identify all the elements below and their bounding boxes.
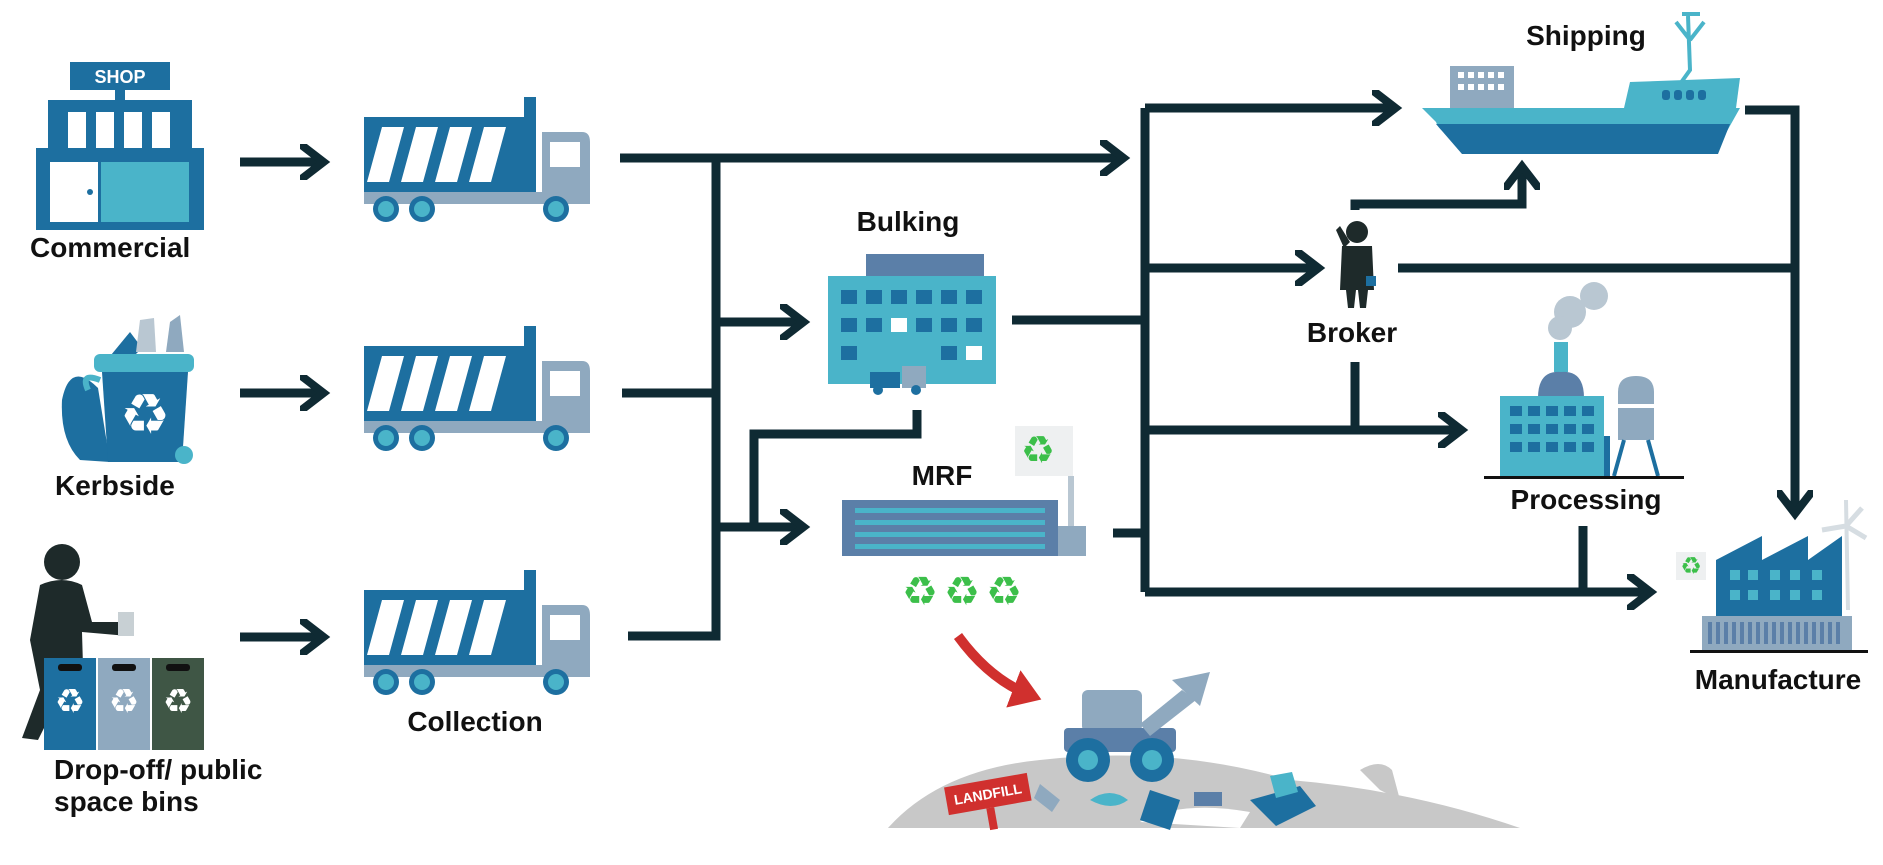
collection-truck-icon-1 <box>364 97 590 222</box>
svg-text:♻: ♻ <box>55 682 85 722</box>
collection-label: Collection <box>407 706 543 737</box>
factory-manufacture-icon: ♻ <box>1676 499 1868 653</box>
shipping-label: Shipping <box>1526 20 1646 51</box>
shop-sign-label: SHOP <box>94 67 145 87</box>
bulking-label: Bulking <box>856 206 960 237</box>
commercial-label: Commercial <box>30 232 191 263</box>
broker-label: Broker <box>1306 317 1398 348</box>
kerbside-bin-icon: ♻ <box>61 315 194 464</box>
mrf-facility-icon: ♻ ♻ ♻ ♻ <box>842 426 1086 615</box>
factory-processing-icon <box>1484 282 1684 479</box>
svg-text:♻: ♻ <box>163 682 193 722</box>
landfill-icon: LANDFILL <box>888 672 1520 831</box>
source-arrows <box>240 162 320 637</box>
manufacture-label: Manufacture <box>1694 664 1862 695</box>
processing-label: Processing <box>1510 484 1662 515</box>
svg-text:♻: ♻ <box>120 383 170 448</box>
drop-off-label: Drop-off/ public space bins <box>54 754 263 818</box>
collection-truck-icon-3 <box>364 570 590 695</box>
svg-text:♻: ♻ <box>109 682 139 722</box>
svg-text:♻: ♻ <box>1021 428 1055 472</box>
collection-truck-icon-2 <box>364 326 590 451</box>
broker-person-icon <box>1336 221 1376 308</box>
ship-icon <box>1422 12 1740 154</box>
drop-off-bins-icon: ♻ ♻ ♻ <box>22 544 204 750</box>
mrf-label: MRF <box>911 460 973 491</box>
flow-lines <box>620 108 1795 641</box>
shop-icon: SHOP <box>36 62 204 230</box>
svg-text:♻: ♻ <box>986 569 1022 615</box>
landfill-arrow <box>953 633 1042 708</box>
svg-text:♻: ♻ <box>1680 552 1702 580</box>
kerbside-label: Kerbside <box>55 470 175 501</box>
svg-text:♻: ♻ <box>944 569 980 615</box>
svg-text:♻: ♻ <box>902 569 938 615</box>
bulking-building-icon <box>828 254 996 395</box>
